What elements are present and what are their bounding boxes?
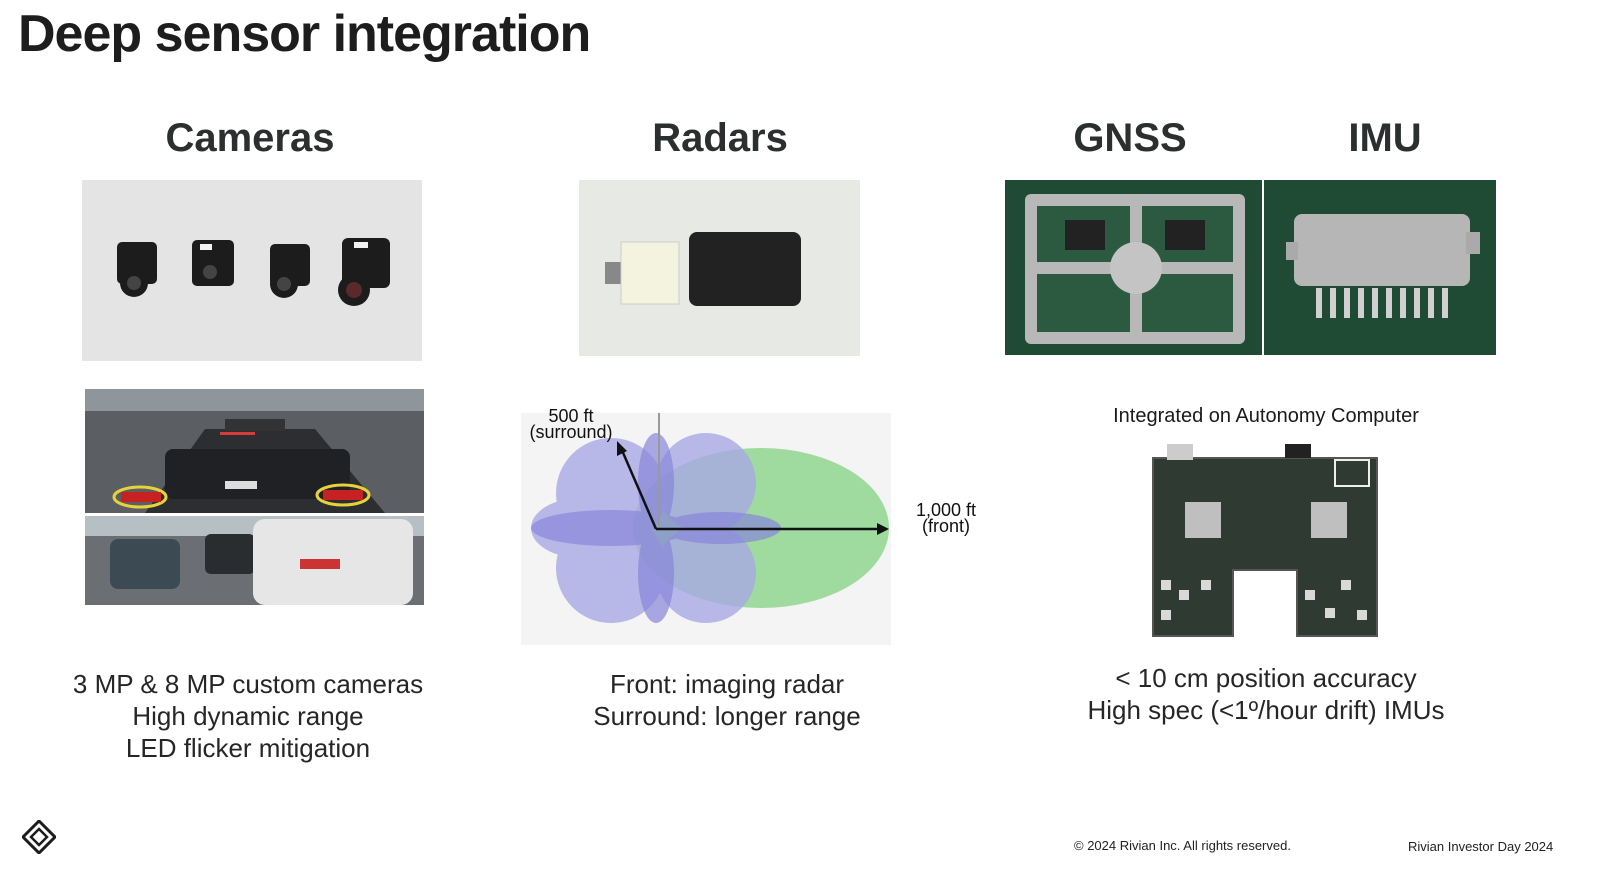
gnss-caption-line: High spec (<1º/hour drift) IMUs bbox=[1087, 695, 1445, 725]
slide-title: Deep sensor integration bbox=[18, 5, 591, 63]
radar-surround-label: 500 ft (surround) bbox=[529, 406, 613, 442]
camera-caption-line: LED flicker mitigation bbox=[125, 733, 371, 763]
cameras-heading: Cameras bbox=[165, 116, 335, 160]
autonomy-computer-caption: Integrated on Autonomy Computer bbox=[1113, 405, 1419, 427]
imu-photo bbox=[1264, 180, 1496, 355]
camera-caption-line: High dynamic range bbox=[132, 701, 364, 731]
gnss-photo bbox=[1005, 180, 1262, 355]
copyright-text: © 2024 Rivian Inc. All rights reserved. bbox=[1074, 838, 1291, 853]
radar-coverage-diagram bbox=[521, 413, 891, 645]
radars-photo bbox=[579, 180, 860, 356]
cameras-captions: 3 MP & 8 MP custom cameras High dynamic … bbox=[40, 668, 456, 764]
cameras-photo bbox=[82, 180, 422, 361]
event-name-text: Rivian Investor Day 2024 bbox=[1408, 839, 1554, 854]
gnss-imu-captions: < 10 cm position accuracy High spec (<1º… bbox=[1046, 662, 1486, 726]
gnss-caption-line: < 10 cm position accuracy bbox=[1115, 663, 1417, 693]
gnss-heading: GNSS bbox=[1073, 116, 1187, 160]
camera-caption-line: 3 MP & 8 MP custom cameras bbox=[72, 669, 424, 699]
radar-caption-line: Front: imaging radar bbox=[609, 669, 845, 699]
autonomy-computer-board-image bbox=[1145, 440, 1385, 640]
rivian-logo-icon bbox=[20, 818, 58, 856]
radars-captions: Front: imaging radar Surround: longer ra… bbox=[540, 668, 914, 732]
radars-heading: Radars bbox=[652, 116, 788, 160]
imu-heading: IMU bbox=[1348, 116, 1422, 160]
radar-front-label: 1,000 ft (front) bbox=[915, 500, 977, 536]
cameras-road-image bbox=[85, 389, 424, 605]
radar-caption-line: Surround: longer range bbox=[593, 701, 861, 731]
